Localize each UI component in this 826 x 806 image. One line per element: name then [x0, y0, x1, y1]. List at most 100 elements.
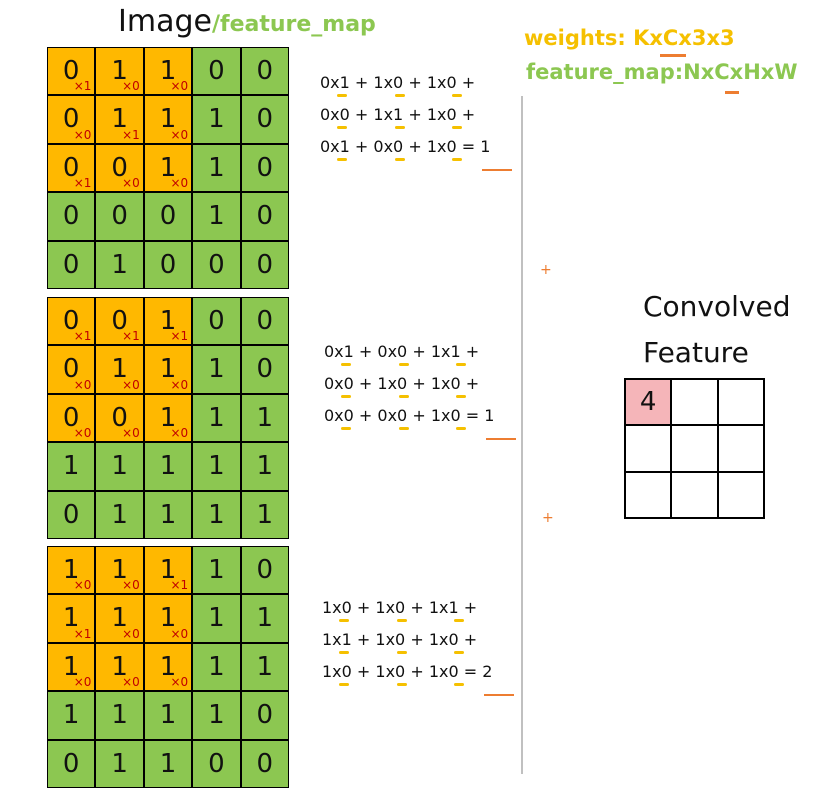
cell-value: 0	[62, 201, 80, 232]
image-cell: 1×0	[95, 642, 144, 692]
image-cell: 0	[47, 240, 96, 289]
image-cell: 0	[192, 240, 241, 289]
image-cell: 0×1	[47, 297, 96, 346]
cell-value: 1	[62, 555, 80, 585]
kernel-underline	[337, 126, 348, 129]
cell-value: 0	[256, 201, 274, 232]
image-cell: 1	[192, 691, 241, 740]
cell-value: 1	[256, 603, 274, 634]
cell-value: 1	[111, 700, 128, 731]
cell-value: 1	[159, 56, 177, 86]
image-cell: 0×0	[47, 393, 96, 443]
cell-value: 1	[159, 700, 177, 731]
calculation-line: 0x1 + 1x0 + 1x0 +	[320, 73, 476, 92]
image-cell: 1×0	[47, 546, 96, 595]
cell-value: 0	[256, 249, 274, 280]
image-cell: 0	[240, 95, 289, 144]
kernel-weight: ×1	[73, 626, 92, 641]
image-cell: 1×0	[143, 143, 193, 193]
weights-mark	[660, 54, 686, 57]
cell-value: 1	[111, 451, 128, 482]
title-main: Image	[118, 4, 212, 39]
kernel-underline	[339, 651, 350, 654]
cell-value: 0	[62, 306, 80, 336]
convolved-cell	[716, 424, 765, 473]
calculation-line: 0x0 + 1x0 + 1x0 +	[324, 374, 480, 393]
image-cell: 1	[95, 691, 144, 740]
image-cell: 0	[240, 345, 289, 394]
cell-value: 0	[256, 152, 274, 183]
title-sub: /feature_map	[211, 12, 376, 37]
cell-value: 0	[256, 700, 274, 731]
image-cell: 1	[192, 345, 241, 394]
image-cell: 0	[143, 240, 193, 289]
cell-value: 1	[159, 603, 177, 634]
image-cell: 0	[143, 192, 193, 241]
image-cell: 1	[143, 442, 193, 491]
image-cell: 1×0	[95, 546, 144, 595]
feature-map-mark	[725, 91, 739, 94]
kernel-weight: ×1	[73, 176, 92, 191]
convolved-cell	[716, 470, 765, 519]
cell-value: 1	[256, 499, 274, 530]
image-cell: 1×1	[143, 297, 193, 346]
kernel-weight: ×0	[122, 426, 140, 441]
image-cell: 0	[192, 47, 241, 96]
image-cell: 0×1	[47, 47, 96, 96]
image-cell: 0	[47, 192, 96, 241]
feature-map-legend: feature_map:NxCxHxW	[526, 60, 798, 84]
kernel-underline	[394, 158, 405, 161]
cell-value: 0	[62, 402, 80, 433]
image-cell: 0×0	[47, 345, 96, 394]
cell-value: 0	[62, 104, 80, 135]
result-underline	[482, 169, 512, 171]
image-cell: 0	[47, 739, 96, 788]
image-cell: 0	[47, 490, 96, 539]
kernel-underline	[398, 395, 409, 398]
image-cell: 1	[95, 739, 144, 788]
image-cell: 1	[192, 642, 241, 692]
cell-value: 1	[159, 354, 177, 385]
kernel-underline	[341, 363, 352, 366]
kernel-weight: ×1	[170, 329, 189, 344]
image-cell: 1×0	[143, 47, 193, 96]
calculation-line: 1x0 + 1x0 + 1x0 = 2	[322, 662, 493, 681]
cell-value: 1	[159, 152, 177, 183]
image-cell: 1	[143, 691, 193, 740]
image-cell: 0×0	[95, 393, 144, 443]
convolved-cell	[624, 470, 673, 519]
image-cell: 0	[240, 143, 289, 193]
kernel-weight: ×1	[73, 79, 92, 94]
image-cell: 1	[95, 490, 144, 539]
cell-value: 0	[256, 56, 274, 86]
kernel-underline	[452, 94, 463, 97]
kernel-underline	[454, 683, 465, 686]
cell-value: 0	[62, 152, 80, 183]
kernel-underline	[396, 619, 407, 622]
image-cell: 1×0	[143, 95, 193, 144]
kernel-underline	[341, 395, 352, 398]
image-cell: 0×1	[95, 297, 144, 346]
image-cell: 0	[240, 47, 289, 96]
kernel-weight: ×0	[170, 675, 189, 690]
cell-value: 1	[208, 201, 225, 232]
kernel-weight: ×0	[122, 675, 140, 690]
kernel-weight: ×0	[73, 377, 92, 392]
cell-value: 1	[111, 56, 128, 86]
cell-value: 1	[111, 249, 128, 280]
cell-value: 0	[62, 354, 80, 385]
kernel-underline	[454, 619, 465, 622]
image-cell: 1×1	[143, 546, 193, 595]
image-cell: 1	[192, 594, 241, 643]
image-cell: 1	[240, 393, 289, 443]
cell-value: 1	[256, 451, 274, 482]
convolved-cell: 4	[624, 378, 673, 427]
convolved-cell	[716, 378, 765, 427]
convolved-label-line2: Feature	[643, 336, 749, 369]
kernel-underline	[456, 363, 467, 366]
convolved-cell	[670, 424, 719, 473]
image-cell: 0	[240, 546, 289, 595]
kernel-underline	[454, 651, 465, 654]
cell-value: 0	[159, 249, 177, 280]
